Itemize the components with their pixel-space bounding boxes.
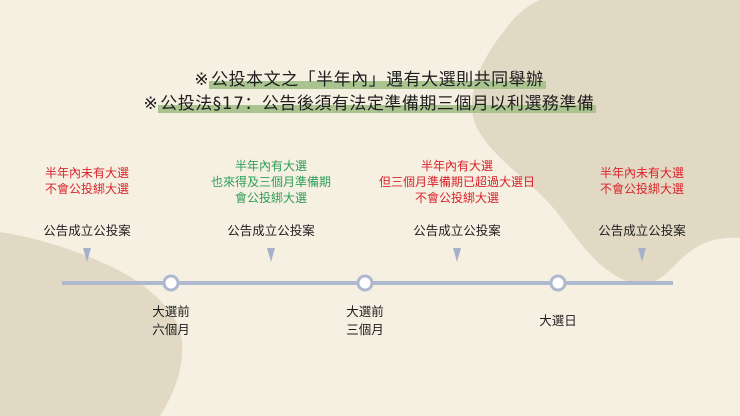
- background-blob-right: [471, 0, 740, 284]
- down-arrow-icon: [638, 248, 646, 262]
- scenario-2: 半年內有大選 也來得及三個月準備期 會公投綁大選: [211, 158, 331, 206]
- timeline-node-three-months: [356, 274, 374, 292]
- announcement-label: 公告成立公投案: [227, 223, 315, 238]
- node-label-election-day: 大選日: [539, 313, 577, 328]
- scenario-2-condition-line-2: 也來得及三個月準備期: [210, 175, 332, 189]
- title-line-2-text: 公投法§17：公告後須有法定準備期三個月以利選務準備: [158, 94, 597, 114]
- title-block: ※公投本文之「半年內」遇有大選則共同舉辦 ※公投法§17：公告後須有法定準備期三…: [0, 68, 740, 116]
- scenario-1: 半年內未有大選 不會公投綁大選: [45, 165, 129, 197]
- down-arrow-icon: [83, 248, 91, 262]
- scenario-1-condition-line-1: 半年內未有大選: [44, 166, 130, 180]
- scenario-4-condition-line-2: 不會公投綁大選: [599, 182, 685, 196]
- title-line-1: ※公投本文之「半年內」遇有大選則共同舉辦: [194, 70, 546, 90]
- announcement-label: 公告成立公投案: [43, 223, 131, 238]
- timeline-node-six-months: [162, 274, 180, 292]
- node-label-three-months: 大選前 三個月: [346, 304, 384, 337]
- scenario-3-condition-line-3: 不會公投綁大選: [414, 191, 500, 205]
- announcement-label: 公告成立公投案: [413, 223, 501, 238]
- scenario-2-condition-line-1: 半年內有大選: [234, 159, 308, 173]
- title-line-1-text: 公投本文之「半年內」遇有大選則共同舉辦: [209, 70, 546, 90]
- scenario-3-condition-line-2: 但三個月準備期已超過大選日: [378, 175, 536, 189]
- background-blob-left: [0, 232, 183, 416]
- scenario-3: 半年內有大選 但三個月準備期已超過大選日 不會公投綁大選: [379, 158, 535, 206]
- title-line-2: ※公投法§17：公告後須有法定準備期三個月以利選務準備: [143, 94, 597, 114]
- scenario-4: 半年內未有大選 不會公投綁大選: [600, 165, 684, 197]
- node-label-six-months: 大選前 六個月: [152, 304, 190, 337]
- timeline-node-election-day: [549, 274, 567, 292]
- down-arrow-icon: [453, 248, 461, 262]
- announcement-label: 公告成立公投案: [598, 223, 686, 238]
- scenario-2-condition-line-3: 會公投綁大選: [234, 191, 308, 205]
- scenario-1-condition-line-2: 不會公投綁大選: [44, 182, 130, 196]
- scenario-4-condition-line-1: 半年內未有大選: [599, 166, 685, 180]
- down-arrow-icon: [267, 248, 275, 262]
- scenario-3-condition-line-1: 半年內有大選: [420, 159, 494, 173]
